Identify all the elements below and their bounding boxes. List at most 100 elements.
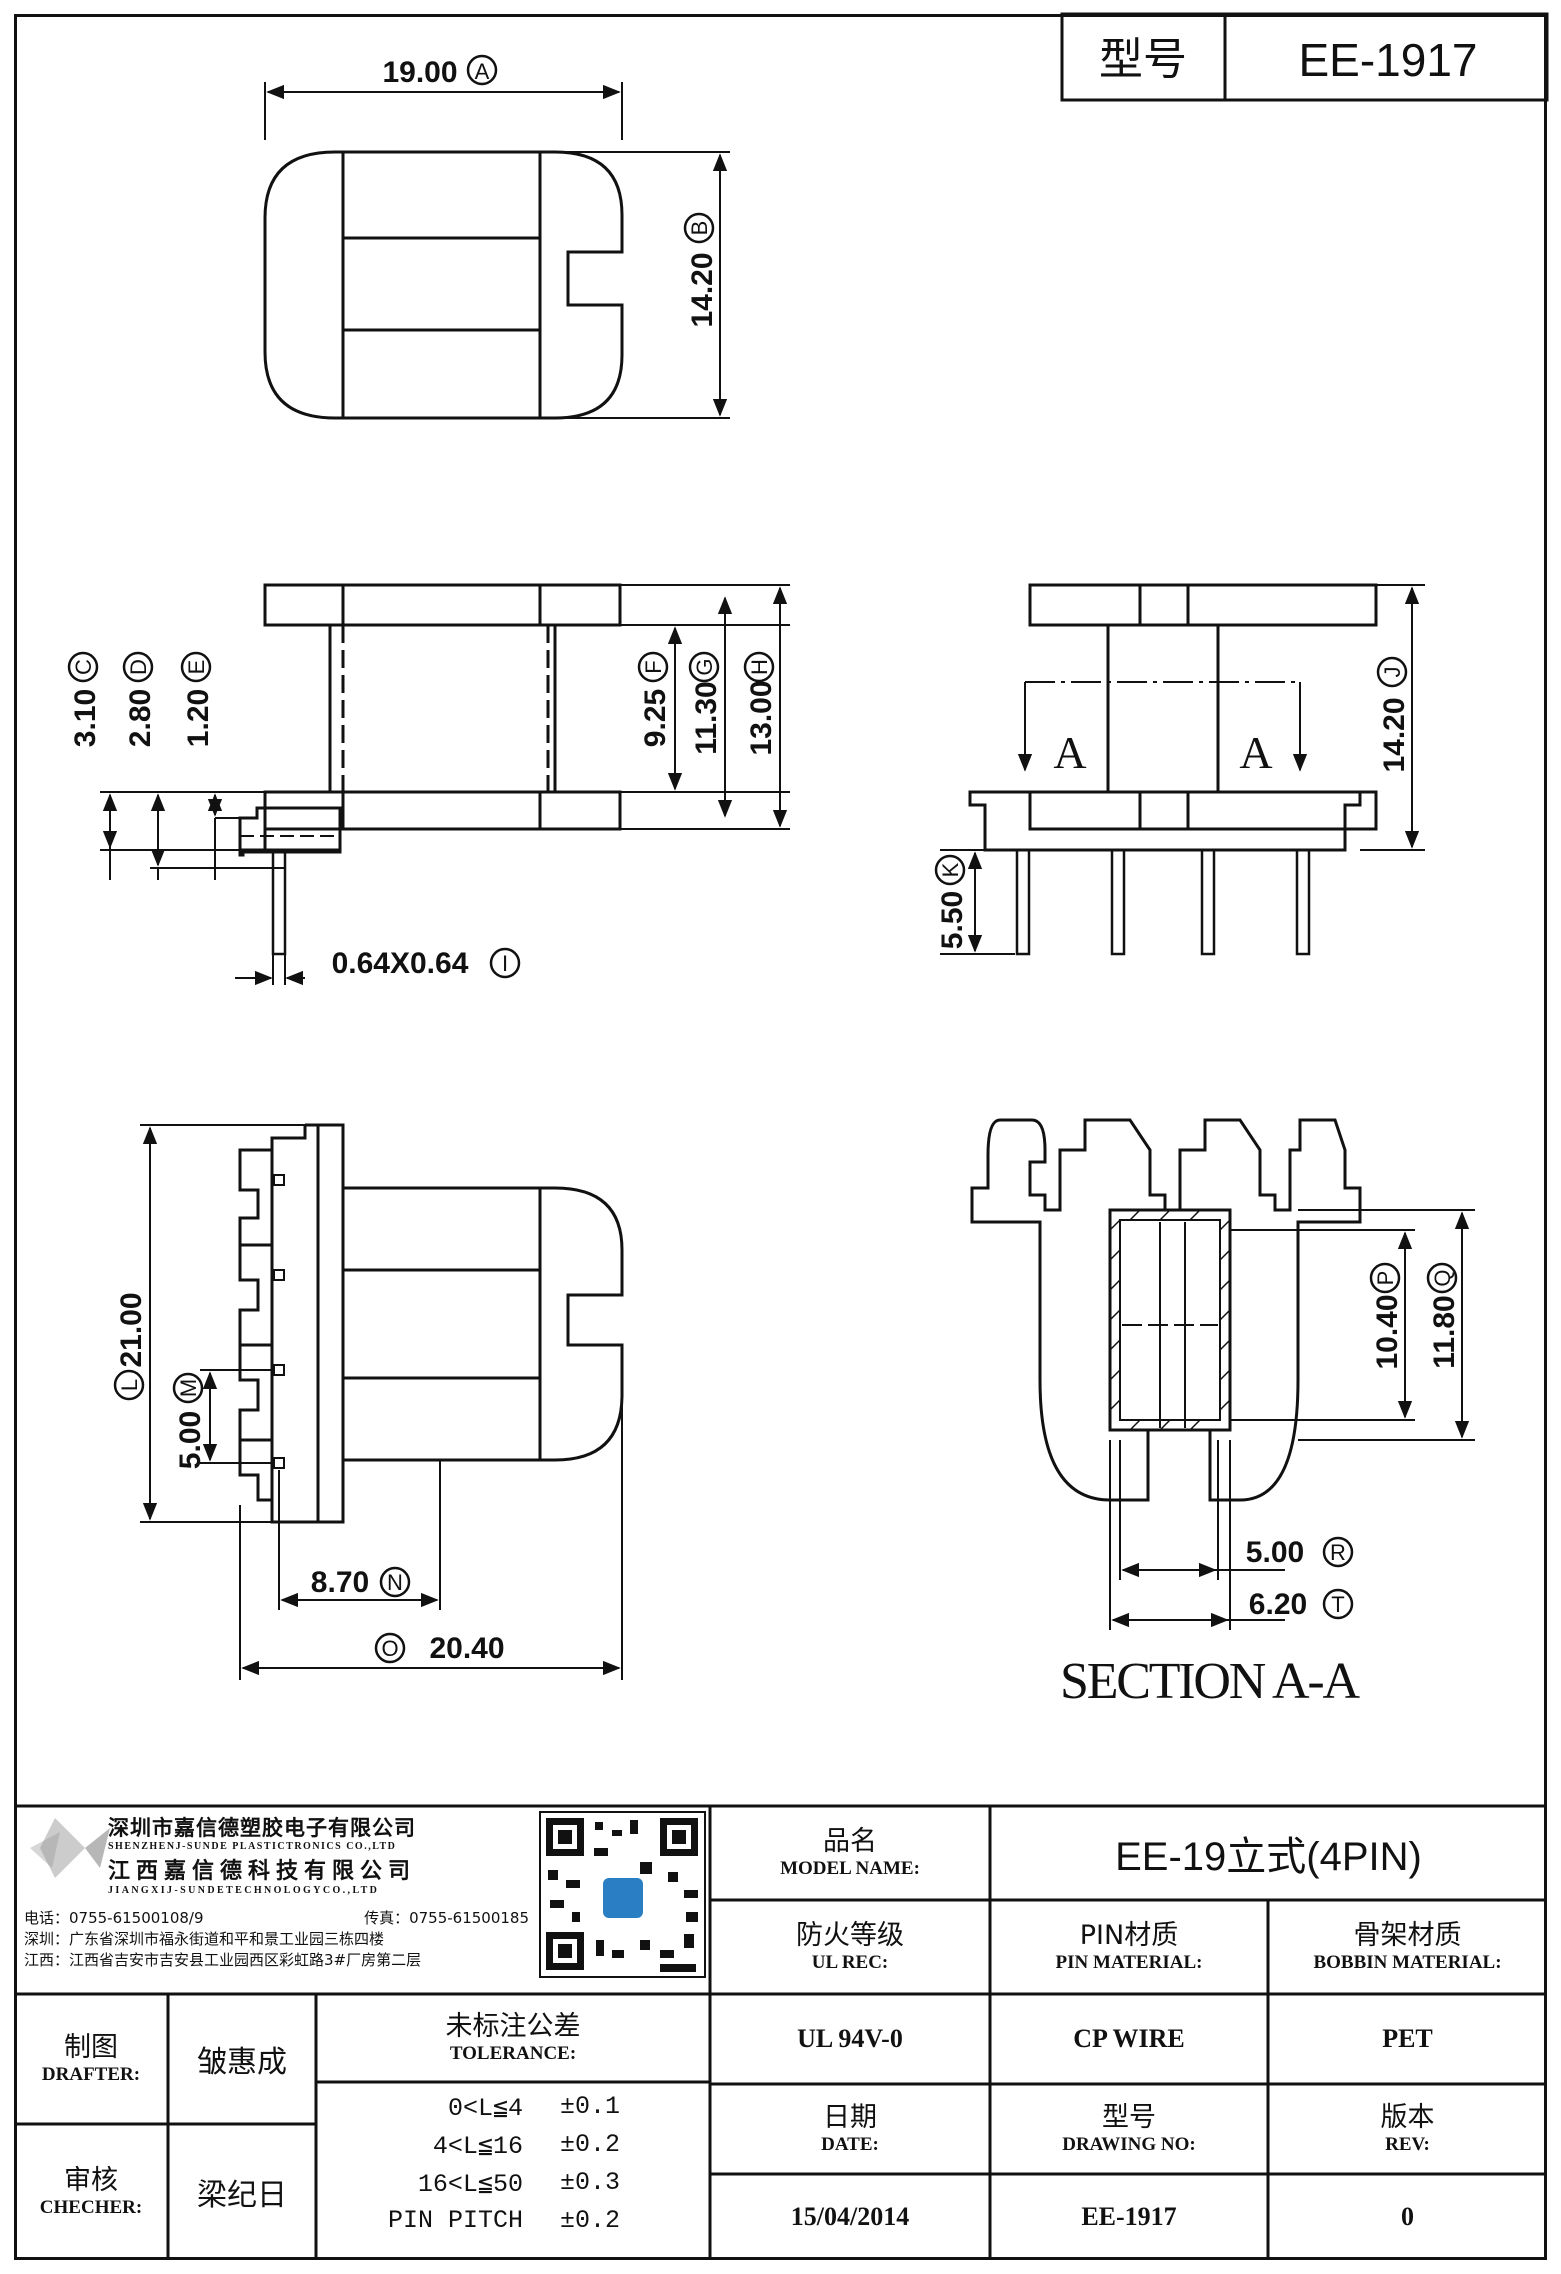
rev-label-cell: 版本 REV: <box>1270 2086 1545 2172</box>
dim-l-value: 21.00 <box>115 1292 148 1367</box>
tolerance-range: 4<L≦16 <box>432 2132 523 2161</box>
company-name-en-1: SHENZHENJ-SUNDE PLASTICTRONICS CO.,LTD <box>108 1841 397 1852</box>
section-a-a-view <box>970 1118 1475 1630</box>
drafter-value: 皱惠成 <box>197 2045 287 2080</box>
side-view <box>100 583 790 986</box>
checker-label-cell: 审核 CHECHER: <box>16 2126 166 2258</box>
svg-text:K: K <box>938 862 963 877</box>
svg-text:J: J <box>1380 667 1405 678</box>
company-name-cn-2: 江西嘉信德科技有限公司 <box>108 1859 417 1884</box>
svg-text:I: I <box>502 951 508 976</box>
tolerance-row: PIN PITCH ±0.2 <box>318 2202 708 2238</box>
checker-value-cell: 梁纪日 <box>170 2126 314 2258</box>
date-label-cn: 日期 <box>823 2102 877 2133</box>
dim-j-tag: J <box>1376 656 1408 688</box>
dim-h-tag: H <box>743 651 775 683</box>
drawing-frame <box>14 14 1547 2260</box>
top-view <box>263 82 730 420</box>
drawing-no-label-cn: 型号 <box>1102 2102 1156 2133</box>
section-marker-right: A <box>1239 727 1272 778</box>
drawing-no-value-cell: EE-1917 <box>992 2176 1266 2258</box>
svg-text:M: M <box>176 1379 201 1397</box>
rev-value: 0 <box>1401 2202 1414 2231</box>
pin-material-label-en: PIN MATERIAL: <box>1055 1952 1203 1973</box>
dim-l-tag: L <box>113 1369 145 1401</box>
drawing-no-label-en: DRAWING NO: <box>1062 2134 1196 2155</box>
tolerance-row: 16<L≦50 ±0.3 <box>318 2164 708 2200</box>
tolerance-label-en: TOLERANCE: <box>449 2043 577 2064</box>
tolerance-value: ±0.2 <box>560 2130 621 2159</box>
tolerance-value: ±0.3 <box>560 2168 621 2197</box>
svg-text:N: N <box>387 1570 403 1595</box>
drafter-label-en: DRAFTER: <box>41 2064 141 2085</box>
svg-text:C: C <box>71 659 96 675</box>
company-contacts: 电话：0755-61500108/9 传真：0755-61500185 深圳：广… <box>24 1908 544 1971</box>
dim-m-tag: M <box>172 1372 204 1404</box>
svg-text:G: G <box>692 658 717 675</box>
ul-label-cell: 防火等级 UL REC: <box>712 1902 988 1992</box>
date-value: 15/04/2014 <box>790 2202 910 2231</box>
date-label-en: DATE: <box>821 2134 879 2155</box>
tolerance-range: 0<L≦4 <box>447 2094 523 2123</box>
dim-c-value: 3.10 <box>69 689 102 747</box>
pin-material-value-cell: CP WIRE <box>992 1996 1266 2082</box>
tolerance-range: PIN PITCH <box>387 2206 523 2235</box>
model-name-label-cn: 品名 <box>823 1826 877 1857</box>
dim-t-tag: T <box>1322 1588 1354 1620</box>
dim-b-value: 14.20 <box>686 252 719 327</box>
bottom-view <box>140 1123 624 1680</box>
qr-code <box>539 1811 706 1978</box>
pin-material-value: CP WIRE <box>1073 2024 1185 2053</box>
pin-material-label-cn: PIN材质 <box>1079 1920 1179 1951</box>
dim-e-tag: E <box>180 651 212 683</box>
company-name-en-2: JIANGXIJ-SUNDETECHNOLOGYCO.,LTD <box>108 1885 380 1896</box>
dim-p-tag: P <box>1369 1262 1401 1294</box>
pin-material-label-cell: PIN材质 PIN MATERIAL: <box>992 1902 1266 1992</box>
bobbin-material-label-cn: 骨架材质 <box>1353 1920 1462 1951</box>
svg-text:B: B <box>687 221 712 236</box>
dim-p-value: 10.40 <box>1371 1294 1404 1369</box>
drawing-no-label-cell: 型号 DRAWING NO: <box>992 2086 1266 2172</box>
model-name-label-cell: 品名 MODEL NAME: <box>712 1808 988 1898</box>
company-name-cn-1: 深圳市嘉信德塑胶电子有限公司 <box>108 1816 416 1840</box>
front-view <box>940 583 1425 956</box>
svg-text:D: D <box>126 659 151 675</box>
company-logo <box>30 1818 110 1878</box>
section-title: SECTION A-A <box>1060 1653 1360 1710</box>
dim-r-value: 5.00 <box>1246 1536 1304 1569</box>
model-name-value-cell: EE-19立式(4PIN) <box>992 1808 1545 1898</box>
dim-g-tag: G <box>688 651 720 683</box>
bobbin-material-label-en: BOBBIN MATERIAL: <box>1313 1952 1502 1973</box>
svg-text:R: R <box>1330 1540 1346 1565</box>
dim-i-value: 0.64X0.64 <box>332 947 469 980</box>
tolerance-label-cn: 未标注公差 <box>445 2011 581 2042</box>
dim-b-tag: B <box>683 212 715 244</box>
rev-label-cn: 版本 <box>1380 2102 1435 2133</box>
tolerance-row: 4<L≦16 ±0.2 <box>318 2126 708 2162</box>
checker-value: 梁纪日 <box>197 2178 287 2213</box>
header-box: 型号 EE-1917 <box>1060 12 1549 102</box>
dim-c-tag: C <box>67 651 99 683</box>
dim-n-value: 8.70 <box>311 1566 369 1599</box>
date-label-cell: 日期 DATE: <box>712 2086 988 2172</box>
section-marker-left: A <box>1053 727 1086 778</box>
dim-o-tag: O <box>374 1632 406 1664</box>
drafter-label-cell: 制图 DRAFTER: <box>16 1996 166 2122</box>
company-address-jx: 江西：江西省吉安市吉安县工业园西区彩虹路3#厂房第二层 <box>24 1951 422 1969</box>
drawing-no-value: EE-1917 <box>1081 2202 1177 2231</box>
company-address-sz: 深圳：广东省深圳市福永街道和平和景工业园三栋四楼 <box>24 1930 385 1948</box>
dim-n-tag: N <box>379 1566 411 1598</box>
dim-f-tag: F <box>637 651 669 683</box>
bobbin-material-value: PET <box>1382 2024 1433 2053</box>
dim-a-value: 19.00 <box>382 56 457 89</box>
tolerance-range: 16<L≦50 <box>417 2170 523 2199</box>
dim-j-value: 14.20 <box>1378 697 1411 772</box>
date-value-cell: 15/04/2014 <box>712 2176 988 2258</box>
ul-label-cn: 防火等级 <box>796 1920 904 1951</box>
dim-i-tag: I <box>489 947 521 979</box>
dim-t-value: 6.20 <box>1249 1588 1307 1621</box>
svg-text:P: P <box>1373 1271 1398 1286</box>
bobbin-material-value-cell: PET <box>1270 1996 1545 2082</box>
tolerance-table: 0<L≦4 ±0.1 4<L≦16 ±0.2 16<L≦50 ±0.3 PIN … <box>318 2088 708 2258</box>
